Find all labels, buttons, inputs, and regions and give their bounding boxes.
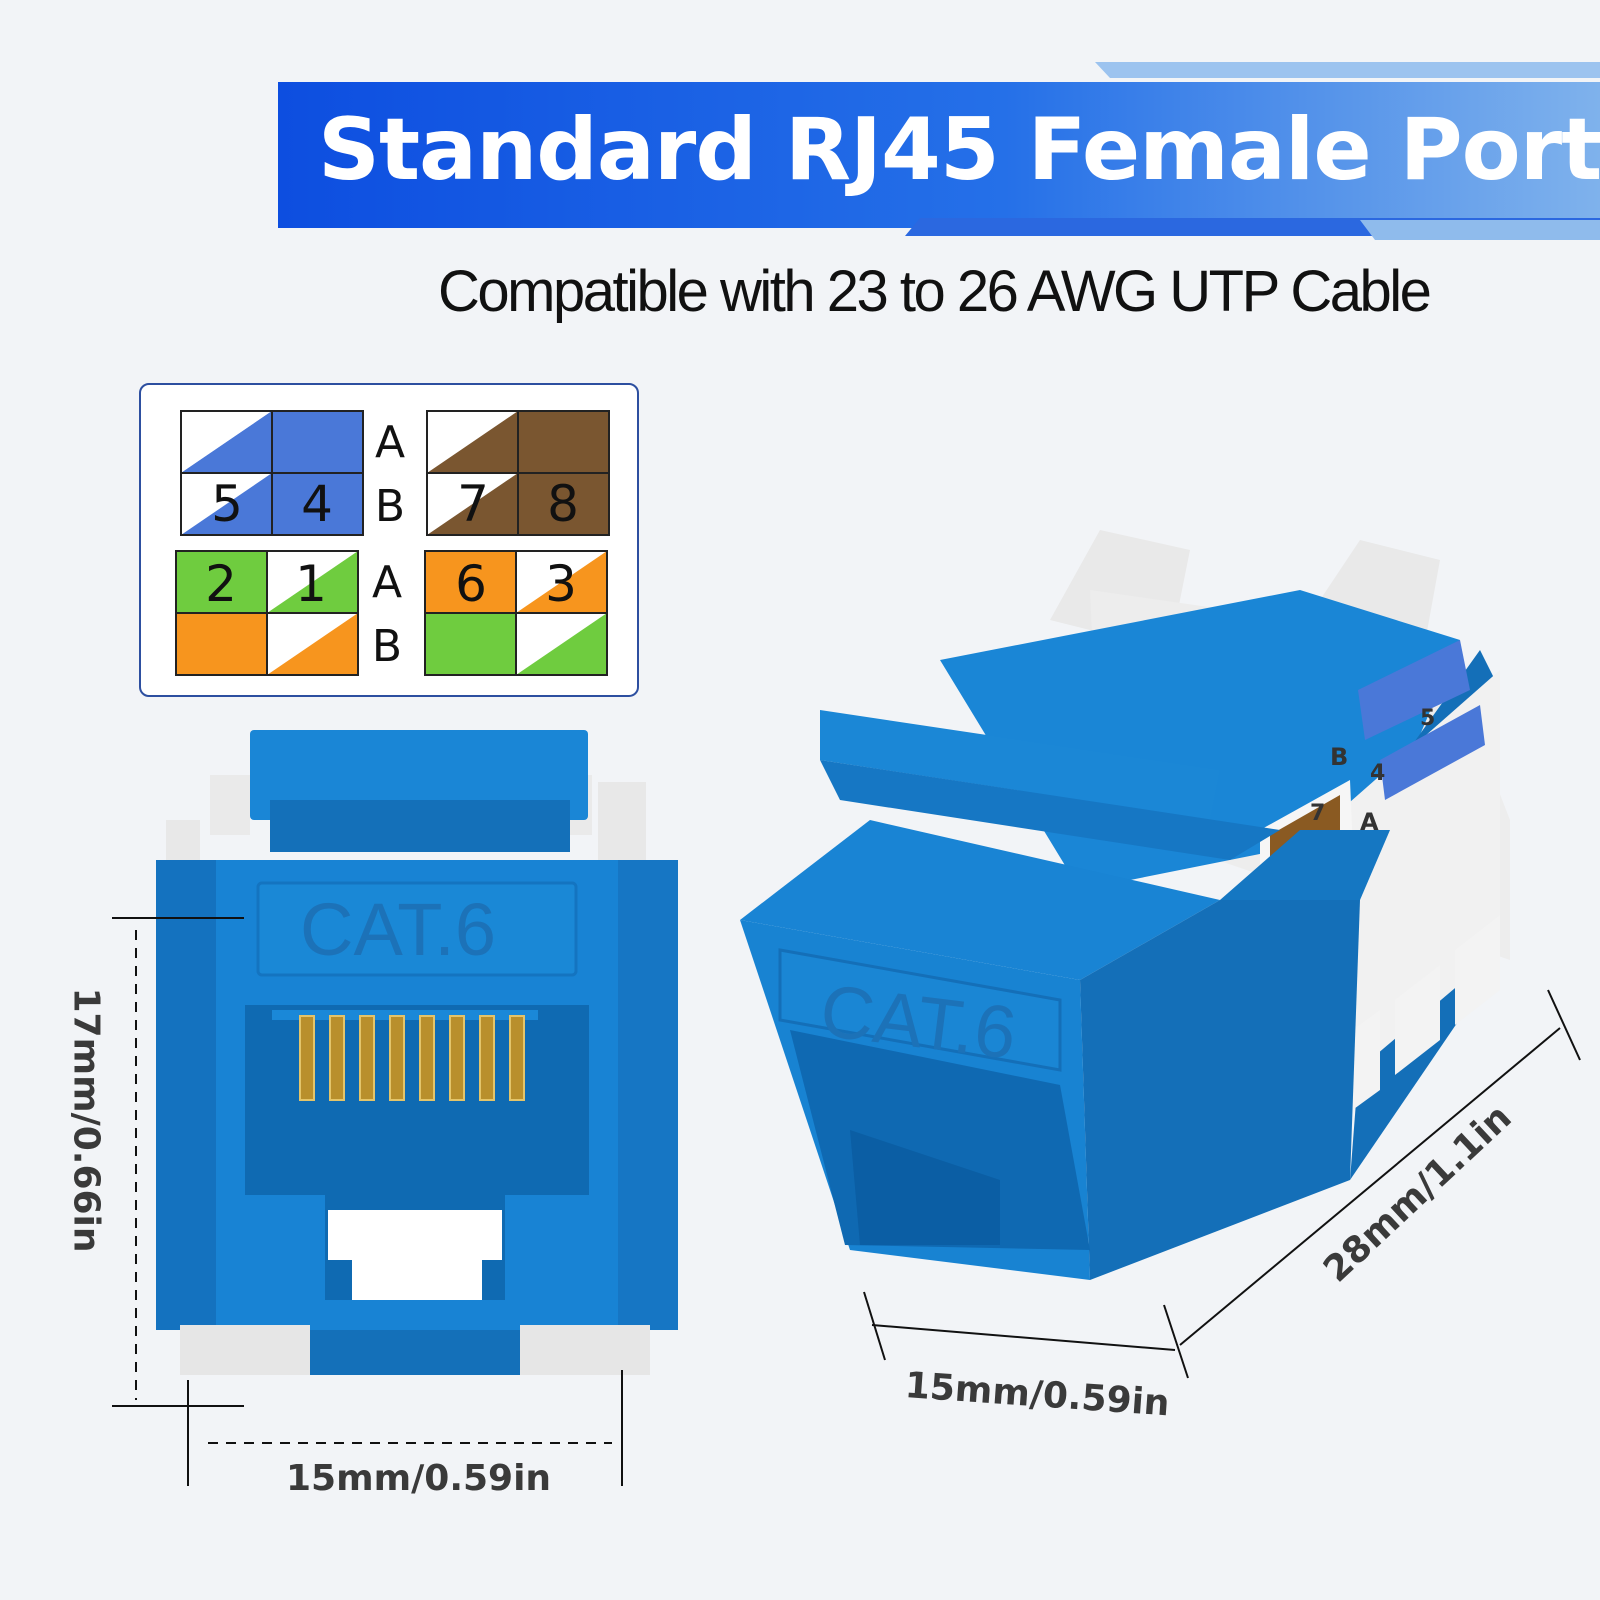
row-letter-a-bottom: A [372,557,402,608]
page-title: Standard RJ45 Female Port [318,100,1600,200]
wiring-block-bottom-right: 6 3 [424,550,608,676]
wiring-block-bottom-left: 2 1 [175,550,359,676]
front-width-dimension: 15mm/0.59in [286,1458,552,1499]
pin-6-label: 6 [455,555,487,613]
contact-pin [419,1015,435,1101]
jack-angled-view: B A 5 4 7 8 CAT.6 [740,530,1510,1280]
label-letter-b: B [1330,743,1348,771]
banner-background [278,62,1600,240]
wiring-color-chart: 5 4 A B 7 8 2 1 A [139,383,639,697]
row-letter-b-bottom: B [372,621,402,672]
cat6-emboss-front: CAT.6 [300,888,496,971]
pin-2-label: 2 [205,555,237,613]
contact-pins [299,1015,525,1101]
contact-pin [329,1015,345,1101]
label-letter-a: A [1360,808,1379,836]
pin-1-label: 1 [295,555,327,613]
pin-4-label: 4 [301,475,333,533]
contact-pin [449,1015,465,1101]
label-pin-5: 5 [1420,706,1435,731]
jack-front-view: CAT.6 [156,730,678,1375]
pin-8-label: 8 [547,475,579,533]
title-banner: Standard RJ45 Female Port [0,0,1600,260]
pin-7-label: 7 [457,475,489,533]
front-height-dimension: 17mm/0.66in [65,987,107,1253]
cable-compatibility-subtitle: Compatible with 23 to 26 AWG UTP Cable [438,259,1432,324]
pin-5-label: 5 [211,475,243,533]
row-letter-b-top: B [375,481,405,532]
wiring-block-top-right: 7 8 [426,410,610,536]
contact-pin [479,1015,495,1101]
label-pin-4: 4 [1370,761,1385,786]
pin-3-label: 3 [545,555,577,613]
contact-pin [509,1015,525,1101]
contact-pin [359,1015,375,1101]
row-letter-a-top: A [375,417,405,468]
contact-pin [299,1015,315,1101]
wiring-block-top-left: 5 4 [180,410,364,536]
contact-pin [389,1015,405,1101]
label-pin-7: 7 [1310,801,1325,826]
